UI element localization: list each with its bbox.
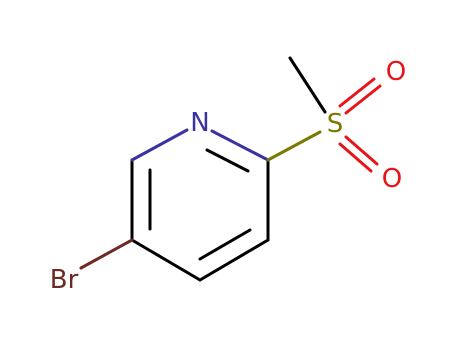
bond-s-o-bottom [338,135,379,173]
bond-c5-br [79,238,134,270]
bond-segment [344,135,379,166]
atom-oxygen-top: O [386,57,406,87]
bond-c3-c4 [198,228,270,282]
bond-double-inner [198,228,252,261]
bond-double-inner [205,148,250,173]
bond-c4-c5 [130,238,202,282]
bond-segment [130,238,202,282]
bond-n-c2 [205,129,270,173]
bond-segment [79,238,134,270]
bond-double-inner [338,77,376,108]
bond-segment [130,128,189,162]
bond-s-methyl [288,56,327,114]
atom-bromine: Br [50,265,79,295]
bond-segment [344,84,382,115]
bond-double-inner [338,142,373,173]
bond-segment [198,238,270,282]
bond-segment [266,130,322,162]
bond-c5-c6 [130,158,152,242]
bond-c2-s [266,130,322,162]
atom-nitrogen: N [190,108,209,138]
bond-s-o-top [338,77,382,115]
bond-c6-n [130,128,189,162]
bond-segment [288,56,327,114]
atom-sulfur: S [327,109,344,139]
bond-segment [210,129,270,162]
atom-oxygen-bottom: O [382,164,402,194]
